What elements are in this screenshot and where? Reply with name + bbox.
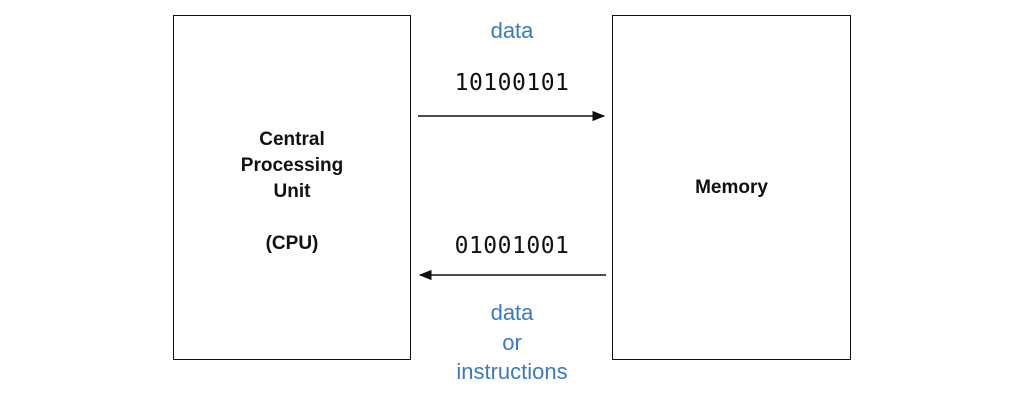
bottom-channel-label-line-2: or — [502, 330, 522, 355]
cpu-label-line-2: Processing — [240, 154, 344, 176]
bottom-channel-label-line-1: data — [490, 300, 534, 325]
cpu-label-line-1: Central — [259, 128, 325, 150]
top-channel-bits: 10100101 — [454, 70, 570, 96]
bottom-channel-bits: 01001001 — [454, 233, 570, 259]
cpu-box: Central Processing Unit (CPU) — [173, 15, 411, 360]
cpu-label: Central Processing Unit (CPU) — [241, 127, 343, 257]
bottom-channel-label-line-3: instructions — [456, 359, 568, 384]
cpu-label-line-3: Unit — [273, 180, 311, 202]
top-channel-label: data — [490, 18, 534, 43]
cpu-abbreviation: (CPU) — [265, 232, 319, 254]
memory-box: Memory — [612, 15, 851, 360]
memory-label: Memory — [695, 176, 768, 198]
